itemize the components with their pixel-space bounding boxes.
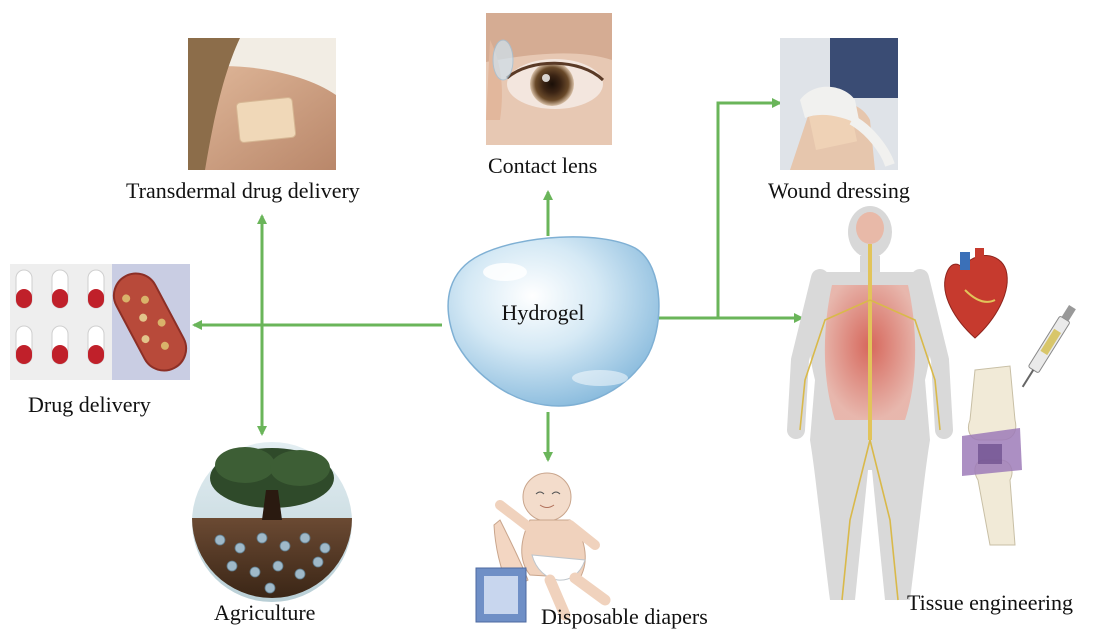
heart-organ — [945, 248, 1008, 338]
hydrogel-label: Hydrogel — [501, 300, 584, 325]
diapers-label: Disposable diapers — [541, 604, 708, 630]
syringe — [1018, 304, 1078, 390]
tissue-engineering-image — [796, 206, 1078, 600]
wound-dressing-label: Wound dressing — [768, 178, 910, 204]
human-body-figure — [796, 206, 944, 600]
diapers-image — [476, 473, 605, 622]
hydrogel-drop: Hydrogel — [448, 237, 659, 406]
tissue-engineering-label: Tissue engineering — [907, 590, 1073, 616]
agriculture-label: Agriculture — [214, 600, 315, 626]
wound-dressing-image — [780, 38, 898, 170]
transdermal-label: Transdermal drug delivery — [126, 178, 360, 204]
drop-highlight — [483, 263, 527, 281]
arrow-to-wound-dressing — [658, 103, 780, 318]
contact-lens-label: Contact lens — [488, 153, 597, 179]
transdermal-patch-image — [188, 38, 336, 170]
knee-bone — [962, 366, 1022, 545]
agriculture-image — [192, 442, 352, 602]
drug-delivery-image — [10, 264, 194, 380]
drug-delivery-label: Drug delivery — [28, 392, 151, 418]
contact-lens-image — [486, 13, 612, 145]
